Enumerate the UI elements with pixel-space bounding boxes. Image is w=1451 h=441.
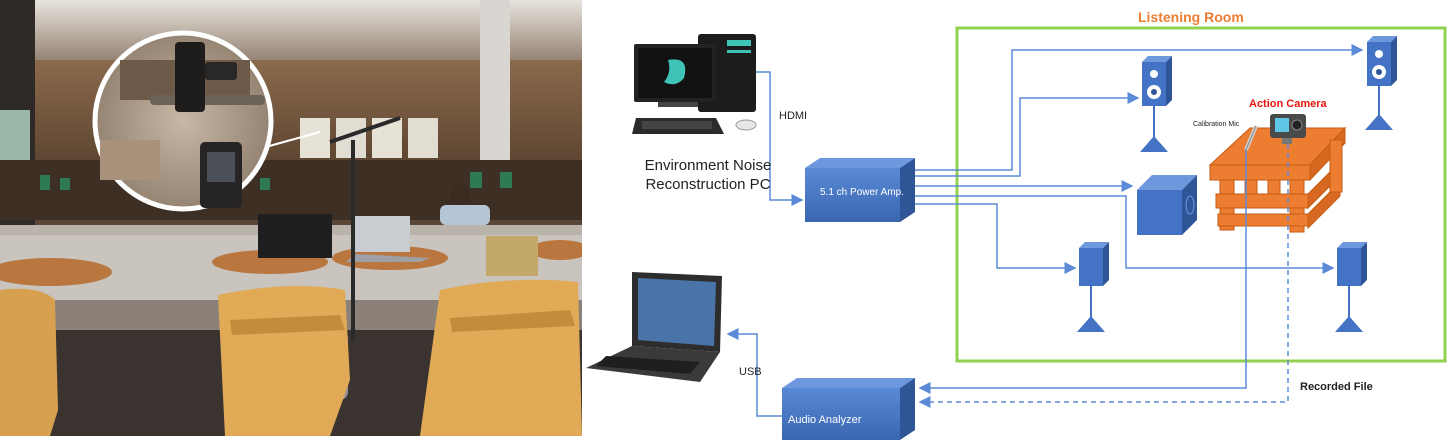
cafe-photo (0, 0, 582, 436)
table-icon (1210, 128, 1345, 232)
hdmi-label: HDMI (779, 110, 807, 122)
speaker-front-right (1365, 36, 1397, 130)
system-diagram (582, 0, 1451, 441)
speaker-rear-right (1335, 242, 1367, 332)
usb-label: USB (739, 366, 762, 378)
calibration-mic-label: Calibration Mic (1193, 121, 1239, 128)
audio-analyzer-box (782, 378, 915, 440)
action-camera-label: Action Camera (1249, 98, 1327, 110)
speaker-center (1137, 175, 1197, 235)
recorded-file-label: Recorded File (1300, 381, 1373, 393)
pc-icon (632, 34, 756, 134)
speaker-front-left (1140, 56, 1172, 152)
speaker-rear-left (1077, 242, 1109, 332)
listening-room-title: Listening Room (1138, 9, 1244, 25)
power-amp-label: 5.1 ch Power Amp. (820, 186, 900, 199)
audio-analyzer-label: Audio Analyzer (788, 414, 861, 426)
pc-label: Environment Noise Reconstruction PC (618, 156, 798, 194)
laptop-icon (586, 272, 722, 382)
